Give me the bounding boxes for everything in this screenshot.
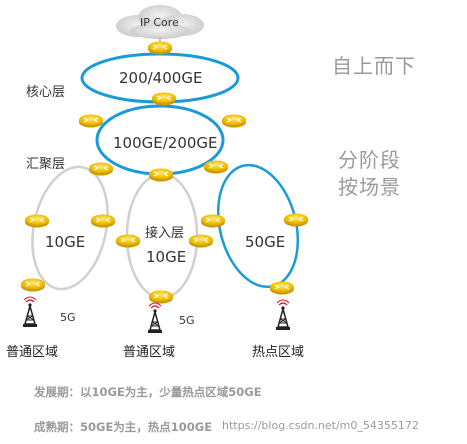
area-label-right: 热点区域: [252, 345, 305, 360]
router-icon: [148, 168, 174, 182]
router-icon: [78, 114, 104, 128]
base-station-icon: [22, 296, 38, 328]
station-label-left: 5G: [60, 311, 76, 324]
note-development: 发展期：以10GE为主，少量热点区域50GE: [34, 385, 262, 399]
side-text-middle-1: 分阶段: [338, 148, 401, 172]
router-icon: [221, 114, 247, 128]
station-label-mid: 5G: [179, 314, 195, 327]
core-layer-label: 核心层: [26, 85, 66, 100]
access-mid-speed: 10GE: [146, 248, 187, 266]
base-station-icon: [275, 299, 291, 331]
router-icon: [200, 214, 226, 228]
router-icon: [24, 214, 50, 228]
router-icon: [20, 278, 46, 292]
router-icon: [147, 41, 173, 55]
router-icon: [148, 290, 174, 304]
router-icon: [115, 234, 141, 248]
router-icon: [203, 160, 229, 174]
aggregation-ring-speed: 100GE/200GE: [113, 134, 218, 152]
side-text-middle-2: 按场景: [338, 175, 401, 199]
side-text-top: 自上而下: [332, 54, 416, 78]
ip-core-label: IP Core: [140, 16, 179, 29]
core-ring-speed: 200/400GE: [119, 69, 203, 87]
router-icon: [188, 234, 214, 248]
area-label-left: 普通区域: [6, 345, 59, 360]
router-icon: [90, 214, 116, 228]
watermark: https://blog.csdn.net/m0_54355172: [222, 419, 419, 432]
aggregation-layer-label: 汇聚层: [26, 157, 66, 172]
access-right-speed: 50GE: [245, 233, 286, 251]
access-left-speed: 10GE: [45, 233, 86, 251]
router-icon: [269, 281, 295, 295]
router-icon: [283, 213, 309, 227]
access-ring-left: [31, 165, 109, 291]
router-icon: [88, 162, 114, 176]
note-mature: 成熟期：50GE为主，热点100GE: [34, 420, 213, 434]
access-layer-label: 接入层: [145, 226, 185, 241]
base-station-icon: [147, 302, 163, 334]
area-label-mid: 普通区域: [123, 345, 176, 360]
router-icon: [151, 92, 177, 106]
ip-core-cloud: [116, 5, 204, 39]
